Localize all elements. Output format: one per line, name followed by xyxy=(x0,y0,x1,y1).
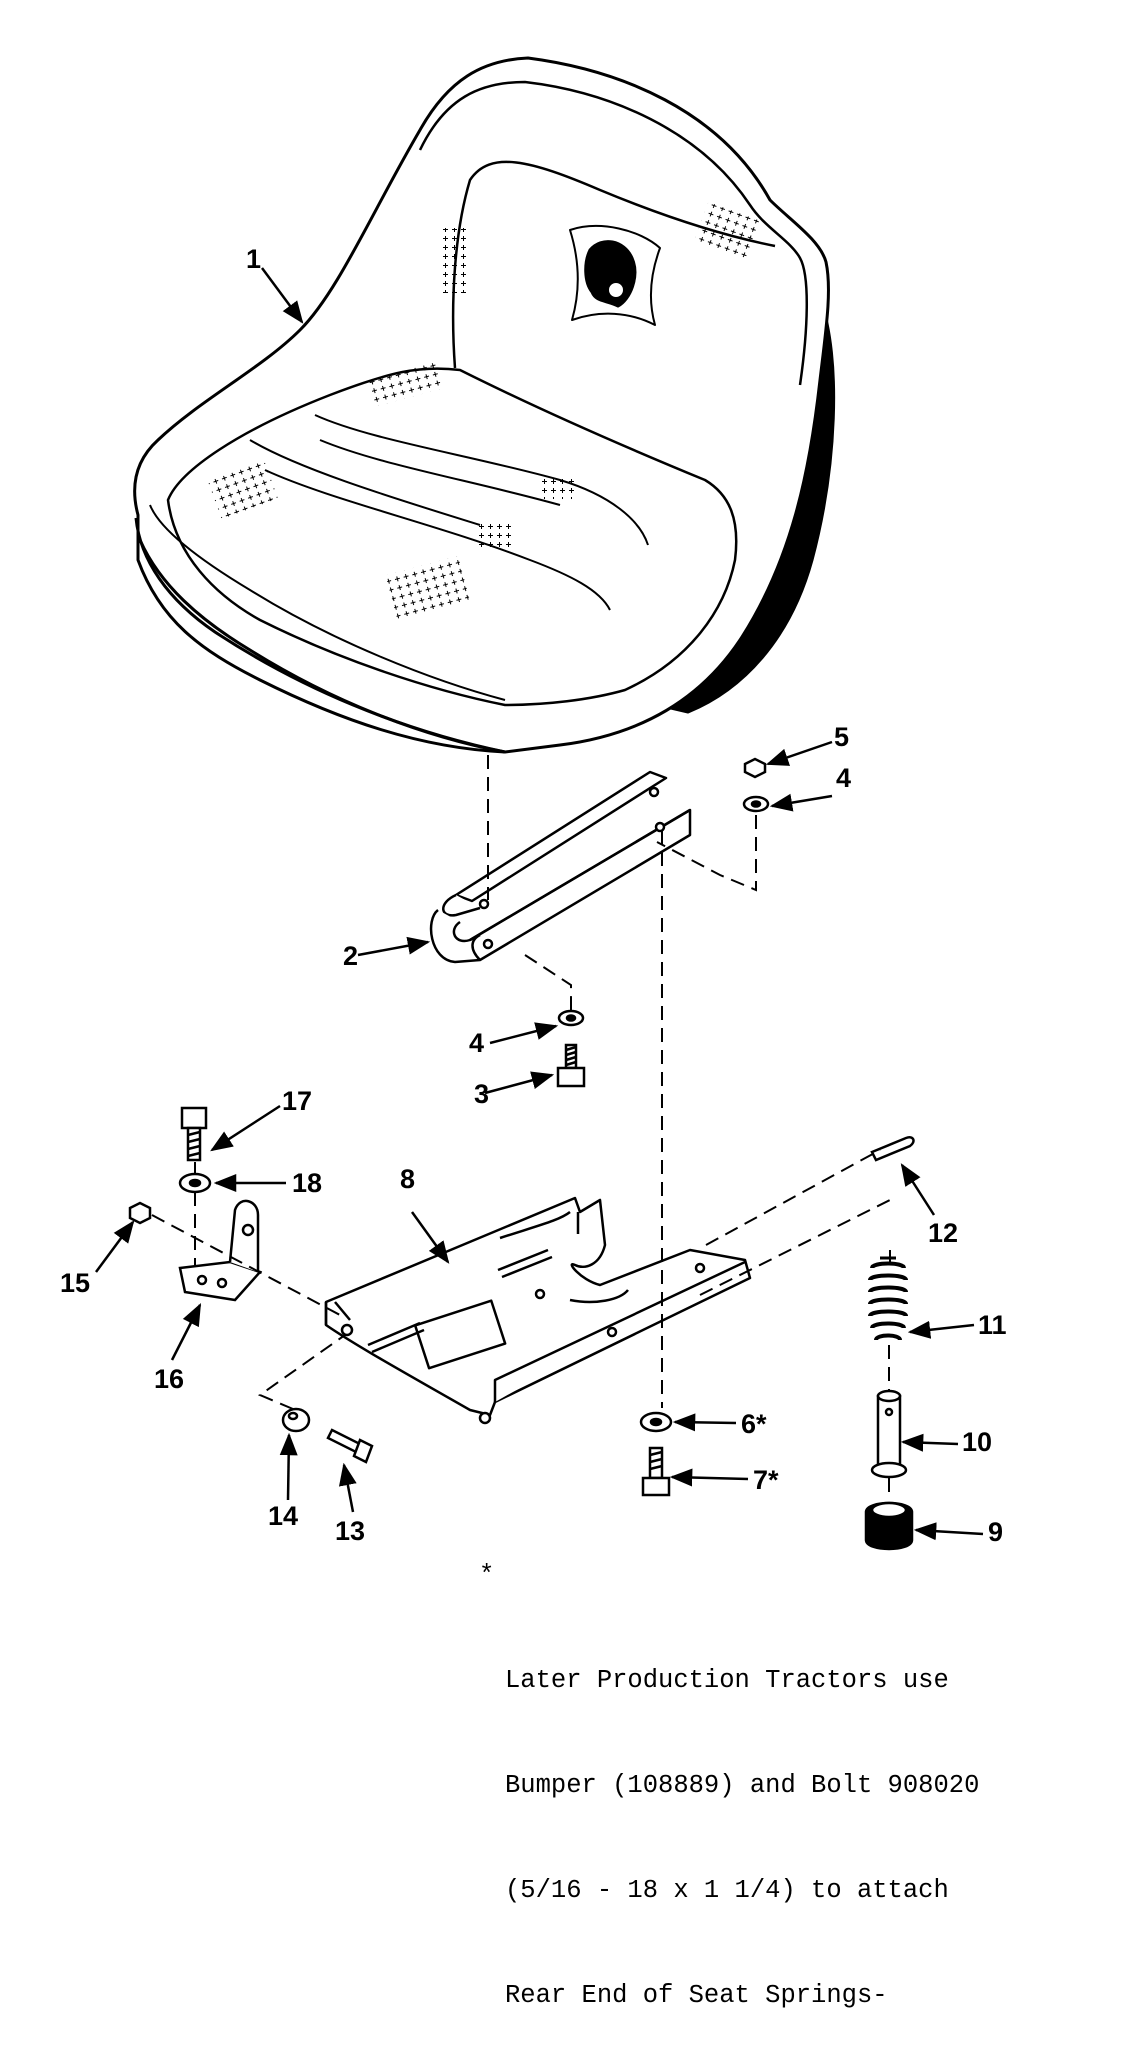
callout-3: 3 xyxy=(474,1079,489,1109)
production-note: * Later Production Tractors use Bumper (… xyxy=(479,1558,1105,2048)
seat-slide-bracket xyxy=(429,770,692,964)
callout-15: 15 xyxy=(60,1268,90,1298)
part-12-cotter-pin xyxy=(870,1136,915,1162)
callout-2: 2 xyxy=(343,941,358,971)
callout-1: 1 xyxy=(246,244,261,274)
callout-13: 13 xyxy=(335,1516,365,1546)
part-15-nut xyxy=(128,1201,152,1225)
parts-diagram: 1 2 3 4 4 5 6* 7* 8 9 10 11 12 13 14 15 … xyxy=(60,56,1007,1551)
part-17-bolt xyxy=(180,1106,208,1162)
part-14-bumper xyxy=(281,1407,311,1433)
callout-labels: 1 2 3 4 4 5 6* 7* 8 9 10 11 12 13 14 15 … xyxy=(60,244,1007,1547)
callout-9: 9 xyxy=(988,1517,1003,1547)
part-11-spring xyxy=(868,1256,908,1341)
callout-10: 10 xyxy=(962,1427,992,1457)
part-13-bolt xyxy=(326,1428,374,1464)
part-9-cap xyxy=(864,1501,914,1551)
note-line-4: Rear End of Seat Springs- xyxy=(505,1981,888,2010)
part-7-bolt xyxy=(641,1446,671,1497)
part-16-pivot-bracket xyxy=(178,1199,263,1302)
callout-14: 14 xyxy=(268,1501,298,1531)
callout-5: 5 xyxy=(834,722,849,752)
callout-4-lower: 4 xyxy=(469,1028,484,1058)
callout-18: 18 xyxy=(292,1168,322,1198)
callout-8: 8 xyxy=(400,1164,415,1194)
hardware xyxy=(128,757,915,1551)
note-asterisk: * xyxy=(479,1561,495,1590)
part-3-bolt xyxy=(556,1043,586,1088)
part-5-nut xyxy=(743,757,767,779)
callout-6: 6* xyxy=(741,1409,767,1439)
note-line-1: Later Production Tractors use xyxy=(505,1666,949,1695)
note-line-2: Bumper (108889) and Bolt 908020 xyxy=(505,1771,980,1800)
callout-4-upper: 4 xyxy=(836,763,851,793)
seat-mounting-plate xyxy=(324,1196,752,1425)
callout-7: 7* xyxy=(753,1465,779,1495)
seat xyxy=(133,56,836,754)
alignment-lines xyxy=(151,755,891,1500)
part-10-spring-pin xyxy=(870,1389,908,1479)
callout-17: 17 xyxy=(282,1086,312,1116)
note-line-3: (5/16 - 18 x 1 1/4) to attach xyxy=(505,1876,949,1905)
callout-12: 12 xyxy=(928,1218,958,1248)
callout-11: 11 xyxy=(978,1310,1007,1340)
leader-arrows xyxy=(94,267,984,1541)
callout-16: 16 xyxy=(154,1364,184,1394)
